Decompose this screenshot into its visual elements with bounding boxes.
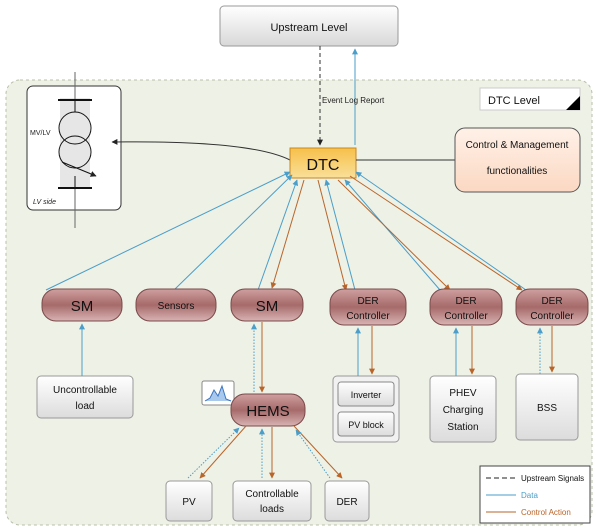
transformer-winding-2-icon — [58, 135, 92, 169]
control-mgmt-line2: functionalities — [487, 166, 548, 177]
der2-line1: DER — [455, 296, 476, 307]
dtc-label: DTC — [307, 157, 340, 174]
controllable-loads-box: Controllable loads — [232, 480, 312, 522]
pv-block-label: PV block — [348, 420, 384, 430]
sensors-label: Sensors — [158, 301, 195, 312]
phev-line3: Station — [447, 422, 478, 433]
der-controller-3: DER Controller — [515, 288, 589, 326]
pv-label: PV — [182, 497, 196, 508]
dtc-level-label: DTC Level — [488, 95, 540, 107]
control-arrows — [270, 175, 523, 291]
der3-line2: Controller — [530, 311, 574, 322]
der1-line1: DER — [357, 296, 378, 307]
controllable-line2: loads — [260, 504, 284, 515]
transformer-box: MV/LV LV side — [26, 72, 122, 228]
hems-label: HEMS — [246, 403, 289, 420]
hems-node: HEMS — [230, 393, 306, 427]
control-mgmt-line1: Control & Management — [466, 140, 569, 151]
phev-box: PHEV Charging Station — [429, 375, 497, 443]
sm-left-node: SM — [41, 288, 123, 322]
mvlv-label: MV/LV — [30, 130, 51, 137]
bss-box: BSS — [515, 373, 579, 441]
legend-control-label: Control Action — [521, 508, 571, 517]
control-management-box: Control & Management functionalities — [454, 127, 581, 193]
bss-label: BSS — [537, 403, 557, 414]
legend-data-label: Data — [521, 491, 538, 500]
controllable-line1: Controllable — [245, 489, 299, 500]
hems-chart-icon — [201, 380, 235, 406]
der2-line2: Controller — [444, 311, 488, 322]
phev-line1: PHEV — [449, 388, 477, 399]
der-controller-1: DER Controller — [329, 288, 407, 326]
uncontrollable-line2: load — [76, 401, 95, 412]
der-controller-2: DER Controller — [429, 288, 503, 326]
inverter-label: Inverter — [351, 390, 382, 400]
legend-upstream-label: Upstream Signals — [521, 474, 584, 483]
dtc-level-tag: DTC Level — [479, 87, 581, 111]
sm-mid-node: SM — [230, 288, 304, 322]
sensors-node: Sensors — [135, 288, 217, 322]
transformer-winding-1-icon — [58, 111, 92, 145]
dtc-to-transformer-arrow — [111, 138, 291, 161]
der-bottom-box: DER — [324, 480, 370, 522]
event-log-label: Event Log Report — [322, 96, 385, 105]
upstream-level-box: Upstream Level — [219, 5, 399, 47]
sm-mid-label: SM — [256, 298, 279, 315]
sm-left-label: SM — [71, 298, 94, 315]
uncontrollable-load-box: Uncontrollable load — [36, 375, 134, 419]
uncontrollable-line1: Uncontrollable — [53, 385, 117, 396]
upstream-label: Upstream Level — [270, 22, 347, 34]
der-bottom-label: DER — [336, 497, 357, 508]
der1-line2: Controller — [346, 311, 390, 322]
legend: Upstream Signals Data Control Action — [479, 465, 591, 524]
der3-line1: DER — [541, 296, 562, 307]
pv-box: PV — [165, 480, 213, 522]
inverter-box — [337, 381, 395, 407]
pv-block-box — [337, 411, 395, 437]
phev-line2: Charging — [443, 405, 484, 416]
lv-side-label: LV side — [33, 199, 56, 206]
inverter-pv-group: Inverter PV block — [332, 375, 400, 443]
hems-bottom-arrows — [187, 425, 343, 479]
data-arrows — [45, 171, 527, 291]
dtc-box: DTC — [289, 147, 357, 179]
